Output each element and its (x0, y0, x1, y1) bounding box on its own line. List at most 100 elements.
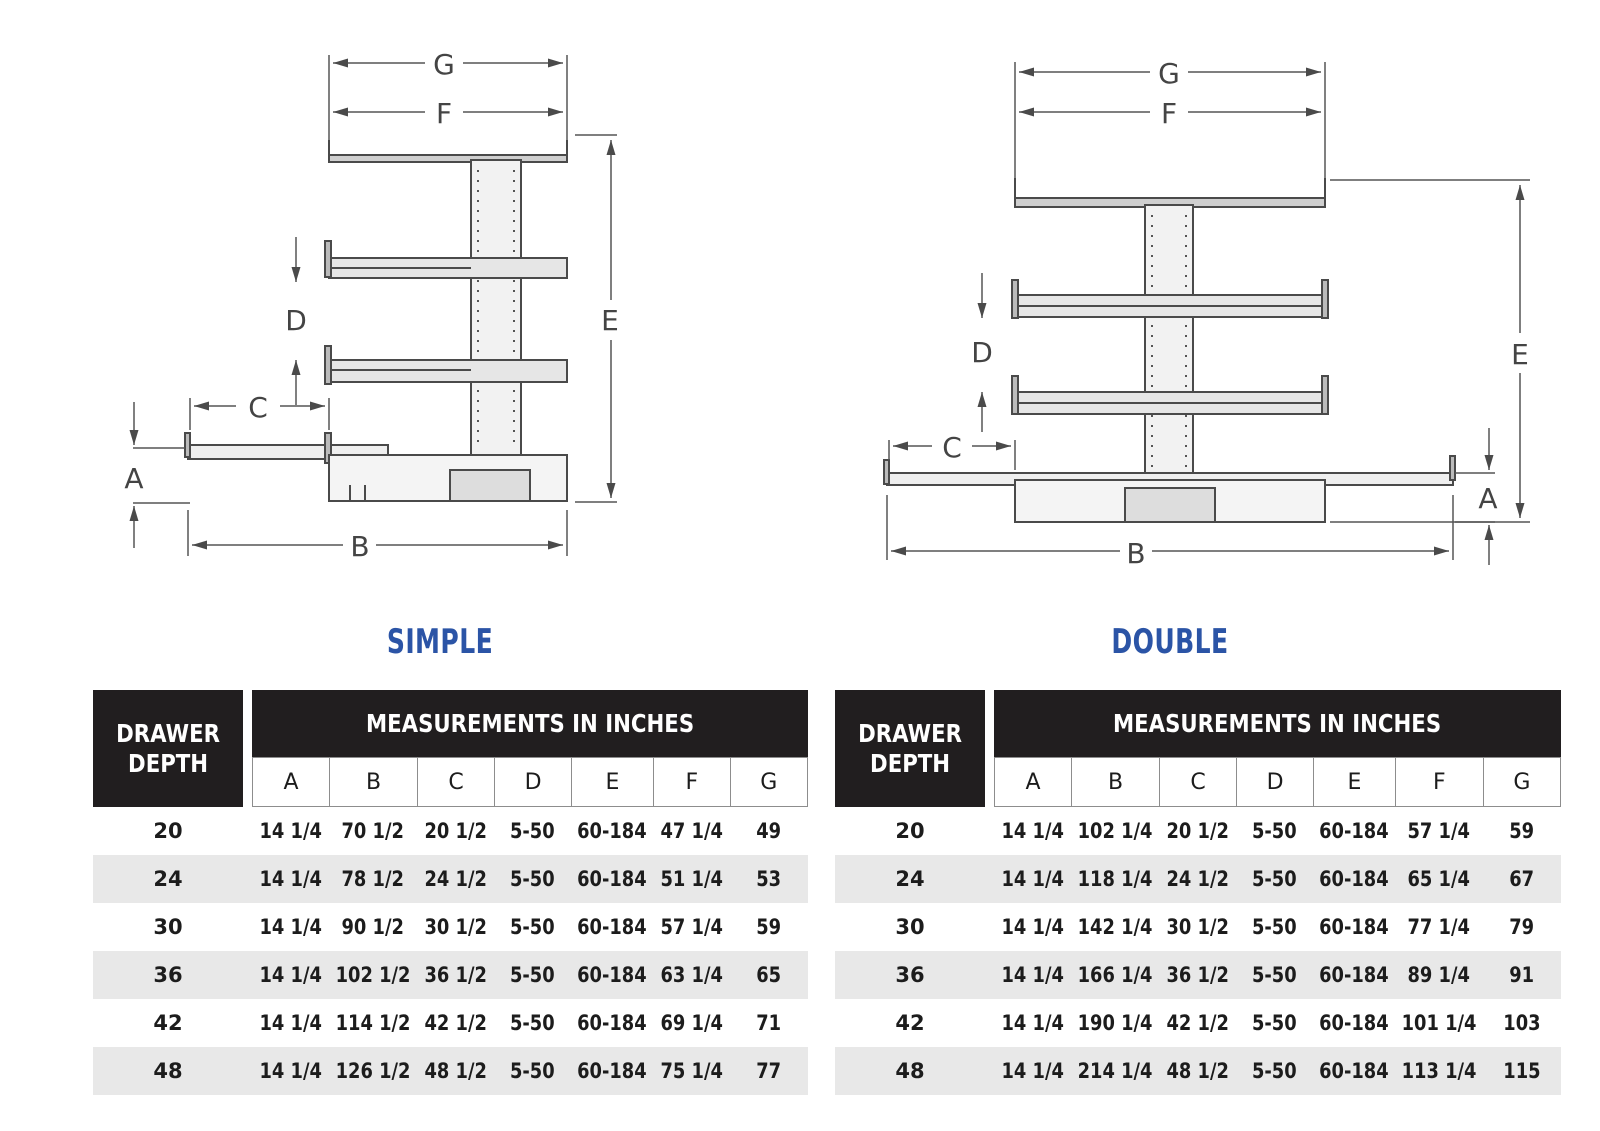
row-gap (243, 1047, 252, 1095)
double-label-d: D (971, 336, 993, 369)
measurement-cell-d: 5-50 (1236, 1047, 1314, 1095)
double-title: DOUBLE (1111, 622, 1229, 662)
row-gap (985, 855, 994, 903)
measurement-value: 36 1/2 (1166, 963, 1229, 987)
measurement-cell-g: 115 (1482, 1047, 1561, 1095)
measurement-cell-c: 20 1/2 (417, 807, 494, 855)
row-gap (985, 807, 994, 855)
measurement-value: 14 1/4 (1001, 867, 1064, 891)
row-gap (243, 951, 252, 999)
drawer-depth-cell: 20 (895, 819, 925, 843)
measurement-cell-f: 75 1/4 (652, 1047, 730, 1095)
simple-dimension-lines (129, 55, 617, 556)
measurement-cell-g: 49 (730, 807, 808, 855)
measurement-cell-a: 14 1/4 (252, 807, 329, 855)
measurement-cell-c: 48 1/2 (1159, 1047, 1237, 1095)
measurement-cell-d: 5-50 (494, 855, 572, 903)
measurement-cell-f: 63 1/4 (652, 951, 730, 999)
measurement-value: 114 1/2 (335, 1011, 411, 1035)
measurement-cell-a: 14 1/4 (994, 903, 1071, 951)
measurement-value: 51 1/4 (660, 867, 723, 891)
measurement-cell-c: 48 1/2 (417, 1047, 495, 1095)
measurement-cell-d: 5-50 (494, 807, 571, 855)
column-header-a: A (252, 757, 329, 807)
simple-label-f: F (436, 97, 452, 130)
measurement-value: 14 1/4 (1001, 1011, 1064, 1035)
measurement-cell-f: 51 1/4 (652, 855, 730, 903)
measurement-cell-g: 65 (729, 951, 808, 999)
measurement-cell-b: 70 1/2 (329, 807, 417, 855)
column-header-f: F (1394, 757, 1483, 807)
measurement-cell-c: 42 1/2 (417, 999, 494, 1047)
measurement-value: 60-184 (1319, 1059, 1389, 1083)
measurement-value: 5-50 (510, 915, 555, 939)
measurement-cell-c: 20 1/2 (1159, 807, 1236, 855)
measurement-value: 5-50 (510, 867, 555, 891)
drawer-depth-header-line1: DRAWER (116, 718, 220, 748)
row-gap (985, 999, 994, 1047)
measurement-value: 60-184 (577, 819, 647, 843)
column-header-g: G (729, 757, 808, 807)
measurement-value: 142 1/4 (1077, 915, 1153, 939)
measurement-value: 14 1/4 (1001, 1059, 1064, 1083)
measurement-value: 42 1/2 (1166, 1011, 1229, 1035)
measurement-cell-b: 102 1/4 (1071, 807, 1159, 855)
measurement-value: 14 1/4 (259, 819, 322, 843)
measurement-cell-a: 14 1/4 (994, 1047, 1071, 1095)
measurement-cell-a: 14 1/4 (252, 951, 329, 999)
measurement-cell-c: 30 1/2 (1159, 903, 1236, 951)
column-header-a: A (994, 757, 1071, 807)
measurement-value: 5-50 (1252, 1011, 1297, 1035)
measurement-cell-f: 65 1/4 (1394, 855, 1483, 903)
measurement-cell-e: 60-184 (571, 999, 653, 1047)
measurement-value: 91 (1509, 963, 1535, 987)
measurement-value: 60-184 (577, 963, 647, 987)
measurement-cell-c: 30 1/2 (417, 903, 494, 951)
measurement-cell-c: 36 1/2 (1159, 951, 1237, 999)
measurement-value: 14 1/4 (259, 963, 322, 987)
measurement-cell-f: 57 1/4 (1395, 807, 1483, 855)
measurement-cell-a: 14 1/4 (252, 999, 329, 1047)
measurement-value: 214 1/4 (1077, 1059, 1153, 1083)
drawer-depth-cell: 42 (895, 1011, 925, 1035)
measurements-header-text: MEASUREMENTS IN INCHES (365, 709, 694, 738)
measurement-value: 90 1/2 (341, 915, 405, 939)
measurement-cell-e: 60-184 (1313, 807, 1395, 855)
measurement-value: 190 1/4 (1077, 1011, 1153, 1035)
measurement-value: 60-184 (1319, 819, 1389, 843)
drawer-depth-cell: 24 (835, 855, 985, 903)
measurement-cell-b: 126 1/2 (329, 1047, 418, 1095)
measurements-header: MEASUREMENTS IN INCHES (252, 690, 808, 757)
measurement-value: 103 (1503, 1011, 1541, 1035)
measurement-value: 59 (756, 915, 782, 939)
measurement-value: 63 1/4 (660, 963, 723, 987)
measurement-cell-a: 14 1/4 (994, 951, 1071, 999)
measurement-value: 47 1/4 (660, 819, 723, 843)
double-label-b: B (1126, 537, 1145, 570)
measurement-cell-a: 14 1/4 (994, 855, 1071, 903)
drawer-depth-cell: 24 (93, 855, 243, 903)
measurement-value: 101 1/4 (1401, 1011, 1477, 1035)
drawer-depth-header: DRAWER DEPTH (835, 690, 985, 807)
column-header-b: B (1071, 757, 1160, 807)
drawer-depth-cell: 30 (895, 915, 925, 939)
measurement-value: 113 1/4 (1401, 1059, 1477, 1083)
simple-label-g: G (433, 48, 455, 81)
measurement-cell-e: 60-184 (571, 807, 653, 855)
measurement-value: 14 1/4 (259, 915, 322, 939)
rack-diagrams: G F E D C A B (124, 48, 1530, 570)
measurements-header-text: MEASUREMENTS IN INCHES (1113, 709, 1442, 738)
measurement-cell-f: 69 1/4 (653, 999, 730, 1047)
measurement-cell-f: 89 1/4 (1394, 951, 1483, 999)
measurement-value: 49 (756, 819, 782, 843)
